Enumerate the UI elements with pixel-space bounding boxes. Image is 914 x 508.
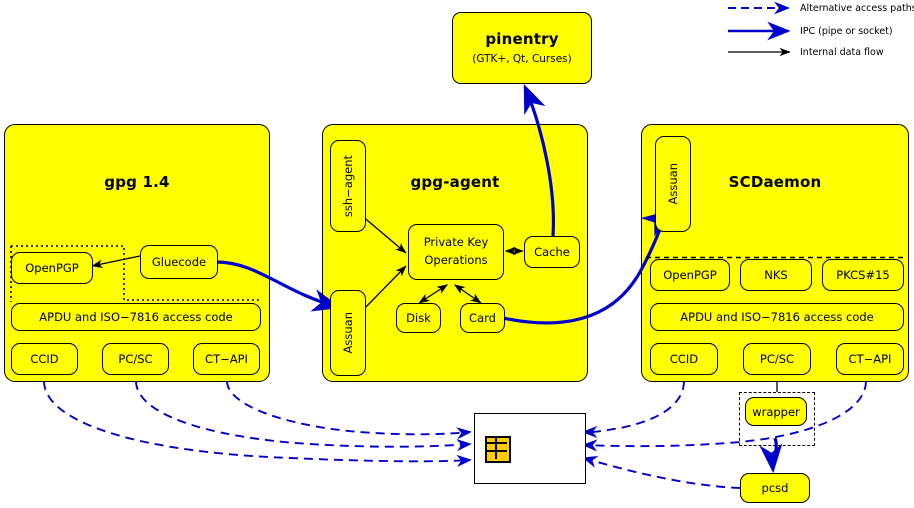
gpgagent-cache-label: Cache xyxy=(534,245,570,259)
gpgagent-card-box[interactable]: Card xyxy=(460,303,505,333)
gpgagent-card-label: Card xyxy=(469,311,496,325)
scdaemon-app-openpgp[interactable]: OpenPGP xyxy=(650,259,730,291)
pinentry-subtitle: (GTK+, Qt, Curses) xyxy=(472,53,572,66)
gpgagent-disk-box[interactable]: Disk xyxy=(396,303,441,333)
scdaemon-app-pkcs15-label: PKCS#15 xyxy=(836,268,890,282)
scdaemon-driver-ccid-label: CCID xyxy=(669,352,699,366)
gpgagent-cache-box[interactable]: Cache xyxy=(524,236,580,268)
scdaemon-driver-ctapi[interactable]: CT−API xyxy=(836,343,904,375)
pcsd-box[interactable]: pcsd xyxy=(740,473,810,503)
gpgagent-ssh-agent-box[interactable]: ssh−agent xyxy=(330,140,366,232)
gpg-driver-ccid[interactable]: CCID xyxy=(11,343,78,375)
legend-label-alt-path: Alternative access paths xyxy=(800,3,914,14)
scdaemon-apdu-box[interactable]: APDU and ISO−7816 access code xyxy=(650,303,904,331)
scdaemon-app-nks-label: NKS xyxy=(764,268,788,282)
pinentry-title: pinentry xyxy=(485,30,559,49)
flow-pko-to-disk xyxy=(418,284,449,304)
scdaemon-app-nks[interactable]: NKS xyxy=(740,259,812,291)
pinentry-box[interactable]: pinentry (GTK+, Qt, Curses) xyxy=(452,12,592,84)
pcsd-label: pcsd xyxy=(761,481,789,495)
scdaemon-driver-ccid[interactable]: CCID xyxy=(650,343,718,375)
scdaemon-app-pkcs15[interactable]: PKCS#15 xyxy=(822,259,904,291)
wrapper-label: wrapper xyxy=(752,404,800,419)
gpg-title: gpg 1.4 xyxy=(104,173,170,191)
smartcard-chip-line-v xyxy=(495,436,497,459)
alt-scd-ccid-to-card xyxy=(582,380,685,439)
wrapper-box[interactable]: wrapper xyxy=(745,397,807,426)
alt-gpg-pcsc-to-card xyxy=(135,380,472,452)
gpgagent-pko-line2: Operations xyxy=(424,253,488,267)
legend-label-internal: Internal data flow xyxy=(800,47,884,58)
scdaemon-driver-pcsc[interactable]: PC/SC xyxy=(743,343,811,375)
smartcard-chip-line-h1 xyxy=(485,442,507,444)
scdaemon-driver-pcsc-label: PC/SC xyxy=(759,352,795,366)
flow-pko-to-card xyxy=(453,284,482,304)
legend-label-ipc: IPC (pipe or socket) xyxy=(800,26,893,37)
alt-gpg-ccid-to-card xyxy=(43,380,472,467)
gpg-driver-pcsc[interactable]: PC/SC xyxy=(102,343,169,375)
flow-ssh-agent-to-pko xyxy=(360,214,407,254)
gpgagent-disk-label: Disk xyxy=(406,311,431,325)
alt-pcsd-to-card xyxy=(582,456,741,489)
smartcard-chip-line-h2 xyxy=(485,450,507,452)
gpg-driver-ctapi[interactable]: CT−API xyxy=(193,343,260,375)
scdaemon-apdu-label: APDU and ISO−7816 access code xyxy=(680,310,874,324)
ipc-agent-to-pinentry xyxy=(523,84,556,237)
alt-gpg-ctapi-to-card xyxy=(226,380,472,440)
scdaemon-app-openpgp-label: OpenPGP xyxy=(663,268,717,282)
gpg-apdu-label: APDU and ISO−7816 access code xyxy=(39,310,233,324)
scdaemon-driver-ctapi-label: CT−API xyxy=(848,352,892,366)
gpg-apdu-box[interactable]: APDU and ISO−7816 access code xyxy=(11,303,261,331)
gpg-driver-ctapi-label: CT−API xyxy=(205,352,248,366)
smartcard-chip-icon xyxy=(485,436,511,463)
gpgagent-private-key-ops-box[interactable]: Private Key Operations xyxy=(408,224,504,280)
flow-assuan-to-pko xyxy=(360,265,407,313)
gpg-driver-ccid-label: CCID xyxy=(30,352,59,366)
alt-scd-ctapi-to-card xyxy=(582,380,867,452)
scdaemon-title: SCDaemon xyxy=(728,173,822,191)
gpgagent-pko-line1: Private Key xyxy=(423,235,489,250)
ipc-wrapper-to-pcsd xyxy=(759,437,783,474)
gpg-driver-pcsc-label: PC/SC xyxy=(118,352,153,366)
gpgagent-title: gpg-agent xyxy=(410,173,500,191)
